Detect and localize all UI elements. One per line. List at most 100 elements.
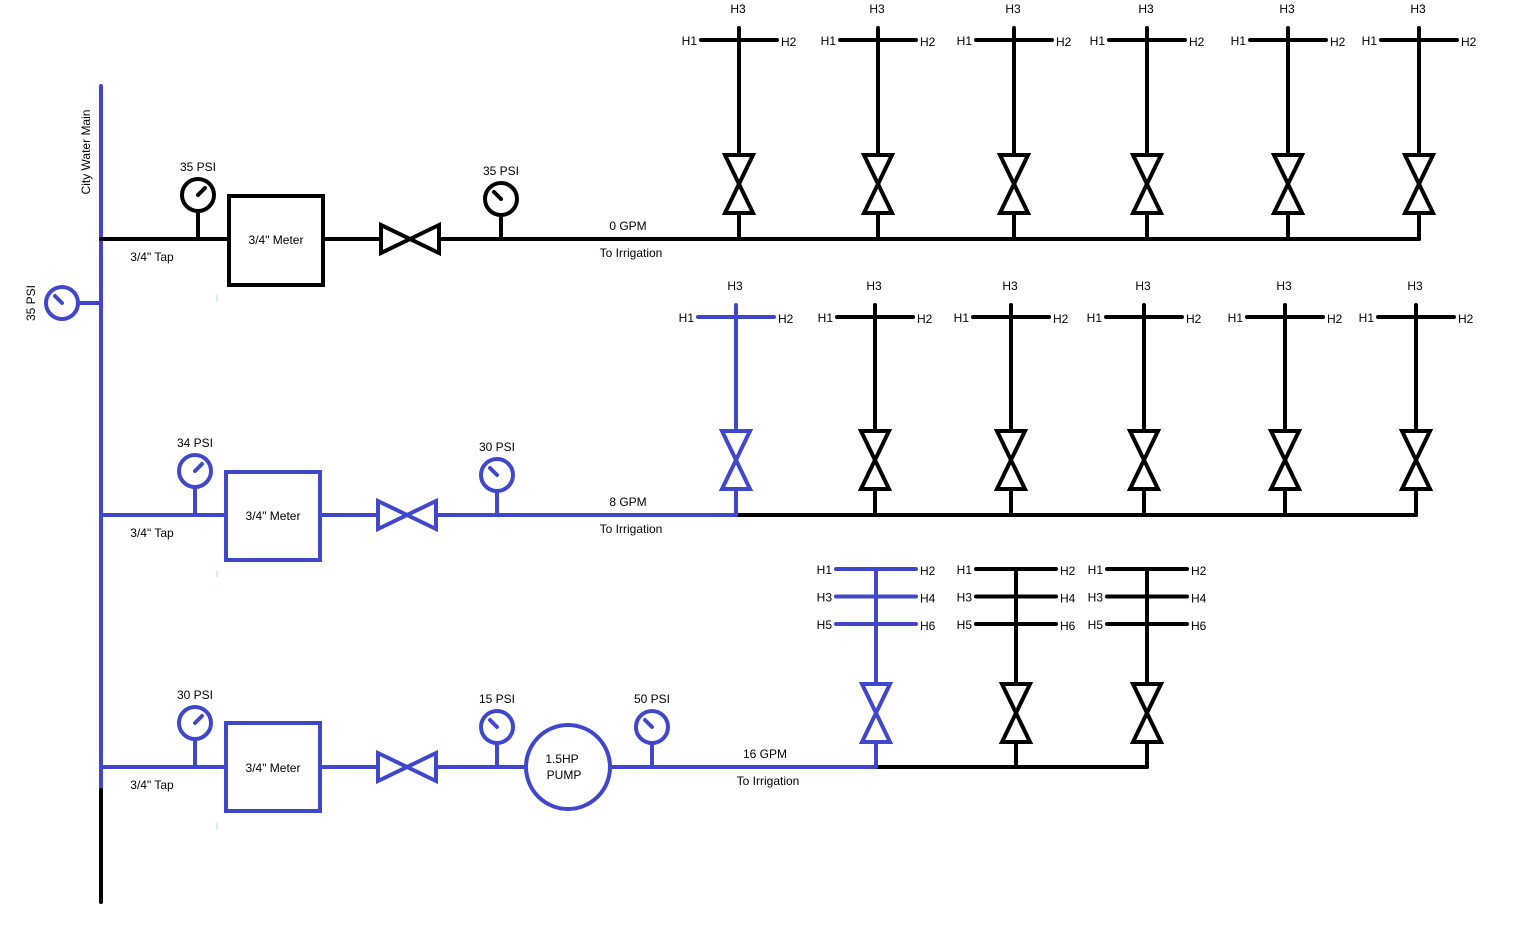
outlet-label-top: H3 bbox=[1005, 2, 1021, 16]
riser-valve-icon bbox=[1267, 429, 1303, 491]
destination-label: To Irrigation bbox=[737, 774, 800, 788]
outlet-label-right: H6 bbox=[1060, 619, 1076, 633]
outlet-label-right: H2 bbox=[917, 312, 933, 326]
riser: H1 H2 H3 bbox=[954, 279, 1069, 517]
riser-valve-icon bbox=[1398, 429, 1434, 491]
outlet-label-left: H1 bbox=[1231, 34, 1247, 48]
outlet-label-top: H3 bbox=[730, 2, 746, 16]
gate-valve-icon bbox=[379, 221, 441, 257]
pump-label-line2: PUMP bbox=[547, 768, 582, 782]
meter-box bbox=[224, 721, 322, 813]
riser-valve-icon bbox=[718, 429, 754, 491]
pressure-gauge: 35 PSI bbox=[180, 160, 216, 213]
meter-label: 3/4" Meter bbox=[249, 233, 304, 247]
outlet-label-top: H3 bbox=[869, 2, 885, 16]
outlet-label-right: H2 bbox=[1330, 35, 1346, 49]
gauge-needle-icon bbox=[492, 190, 503, 201]
gate-valve-icon bbox=[376, 497, 438, 533]
gauge-needle-icon bbox=[643, 718, 654, 729]
gauge-needle-icon bbox=[196, 186, 207, 197]
water-meter: 3/4" Meter bbox=[224, 721, 322, 813]
riser-valve-icon bbox=[858, 682, 894, 744]
gauge-needle-icon bbox=[193, 462, 204, 473]
meter-label: 3/4" Meter bbox=[246, 509, 301, 523]
outlet-label-left: H5 bbox=[957, 618, 973, 632]
outlet-label-top: H3 bbox=[1410, 2, 1426, 16]
pressure-gauge: 35 PSI bbox=[24, 285, 80, 321]
outlet-label-left: H1 bbox=[1359, 311, 1375, 325]
outlet-label-right: H2 bbox=[778, 312, 794, 326]
pressure-gauge: 50 PSI bbox=[634, 692, 670, 745]
destination-label: To Irrigation bbox=[600, 246, 663, 260]
outlet-label-left: H1 bbox=[1090, 34, 1106, 48]
gauge-label: 34 PSI bbox=[177, 436, 213, 450]
destination-label: To Irrigation bbox=[600, 522, 663, 536]
gauge-needle-icon bbox=[53, 294, 64, 305]
gate-valve-icon bbox=[376, 749, 438, 785]
pump: 1.5HP PUMP bbox=[524, 723, 612, 811]
outlet-label-left: H1 bbox=[817, 563, 833, 577]
outlet-label-left: H1 bbox=[679, 311, 695, 325]
outlet-label-left: H1 bbox=[1228, 311, 1244, 325]
outlet-label-left: H1 bbox=[1362, 34, 1378, 48]
pressure-gauge: 15 PSI bbox=[479, 692, 515, 745]
outlet-label-right: H2 bbox=[1053, 312, 1069, 326]
outlet-label-left: H3 bbox=[1088, 591, 1104, 605]
outlet-label-top: H3 bbox=[1135, 279, 1151, 293]
riser-valve-icon bbox=[1129, 682, 1165, 744]
riser: H1 H2 H3 bbox=[821, 2, 936, 241]
outlet-label-right: H2 bbox=[1186, 312, 1202, 326]
pump-label-line1: 1.5HP bbox=[545, 752, 578, 766]
outlet-label-left: H1 bbox=[954, 311, 970, 325]
riser-valve-icon bbox=[857, 429, 893, 491]
branch-2: 3/4" Tap 34 PSI 3/4" Meter 30 PSI 8 GPM To Ir… bbox=[99, 279, 1474, 577]
riser-valve-icon bbox=[998, 682, 1034, 744]
tap-label: 3/4" Tap bbox=[130, 778, 174, 792]
outlet-label-right: H6 bbox=[920, 619, 936, 633]
riser-valve-icon bbox=[1270, 153, 1306, 215]
outlet-label-top: H3 bbox=[1138, 2, 1154, 16]
outlet-label-top: H3 bbox=[1002, 279, 1018, 293]
meter-box bbox=[224, 470, 322, 562]
outlet-label-left: H1 bbox=[1088, 563, 1104, 577]
outlet-label-right: H4 bbox=[1060, 592, 1076, 606]
riser: H1 H2 H3 bbox=[957, 2, 1072, 241]
tap-label: 3/4" Tap bbox=[130, 526, 174, 540]
gauge-needle-icon bbox=[488, 466, 499, 477]
outlet-label-right: H2 bbox=[1458, 312, 1474, 326]
outlet-label-left: H3 bbox=[817, 591, 833, 605]
outlet-label-right: H2 bbox=[920, 35, 936, 49]
outlet-label-right: H2 bbox=[1060, 564, 1076, 578]
riser: H1 H2 H3 bbox=[1087, 279, 1202, 517]
outlet-label-right: H4 bbox=[1191, 592, 1207, 606]
riser-valve-icon bbox=[1129, 153, 1165, 215]
pressure-gauge: 30 PSI bbox=[479, 440, 515, 493]
gauge-label: 35 PSI bbox=[483, 164, 519, 178]
gauge-needle-icon bbox=[193, 714, 204, 725]
outlet-label-left: H1 bbox=[957, 34, 973, 48]
outlet-label-right: H2 bbox=[1327, 312, 1343, 326]
gauge-label: 15 PSI bbox=[479, 692, 515, 706]
tap-label: 3/4" Tap bbox=[130, 250, 174, 264]
outlet-label-left: H1 bbox=[1087, 311, 1103, 325]
outlet-label-top: H3 bbox=[866, 279, 882, 293]
outlet-label-top: H3 bbox=[1279, 2, 1295, 16]
outlet-label-left: H1 bbox=[821, 34, 837, 48]
outlet-label-right: H2 bbox=[1191, 564, 1207, 578]
meter-box bbox=[227, 194, 325, 287]
outlet-label-right: H6 bbox=[1191, 619, 1207, 633]
outlet-label-right: H4 bbox=[920, 592, 936, 606]
flow-rate-label: 8 GPM bbox=[609, 495, 646, 509]
riser-valve-icon bbox=[1401, 153, 1437, 215]
outlet-label-right: H2 bbox=[1056, 35, 1072, 49]
